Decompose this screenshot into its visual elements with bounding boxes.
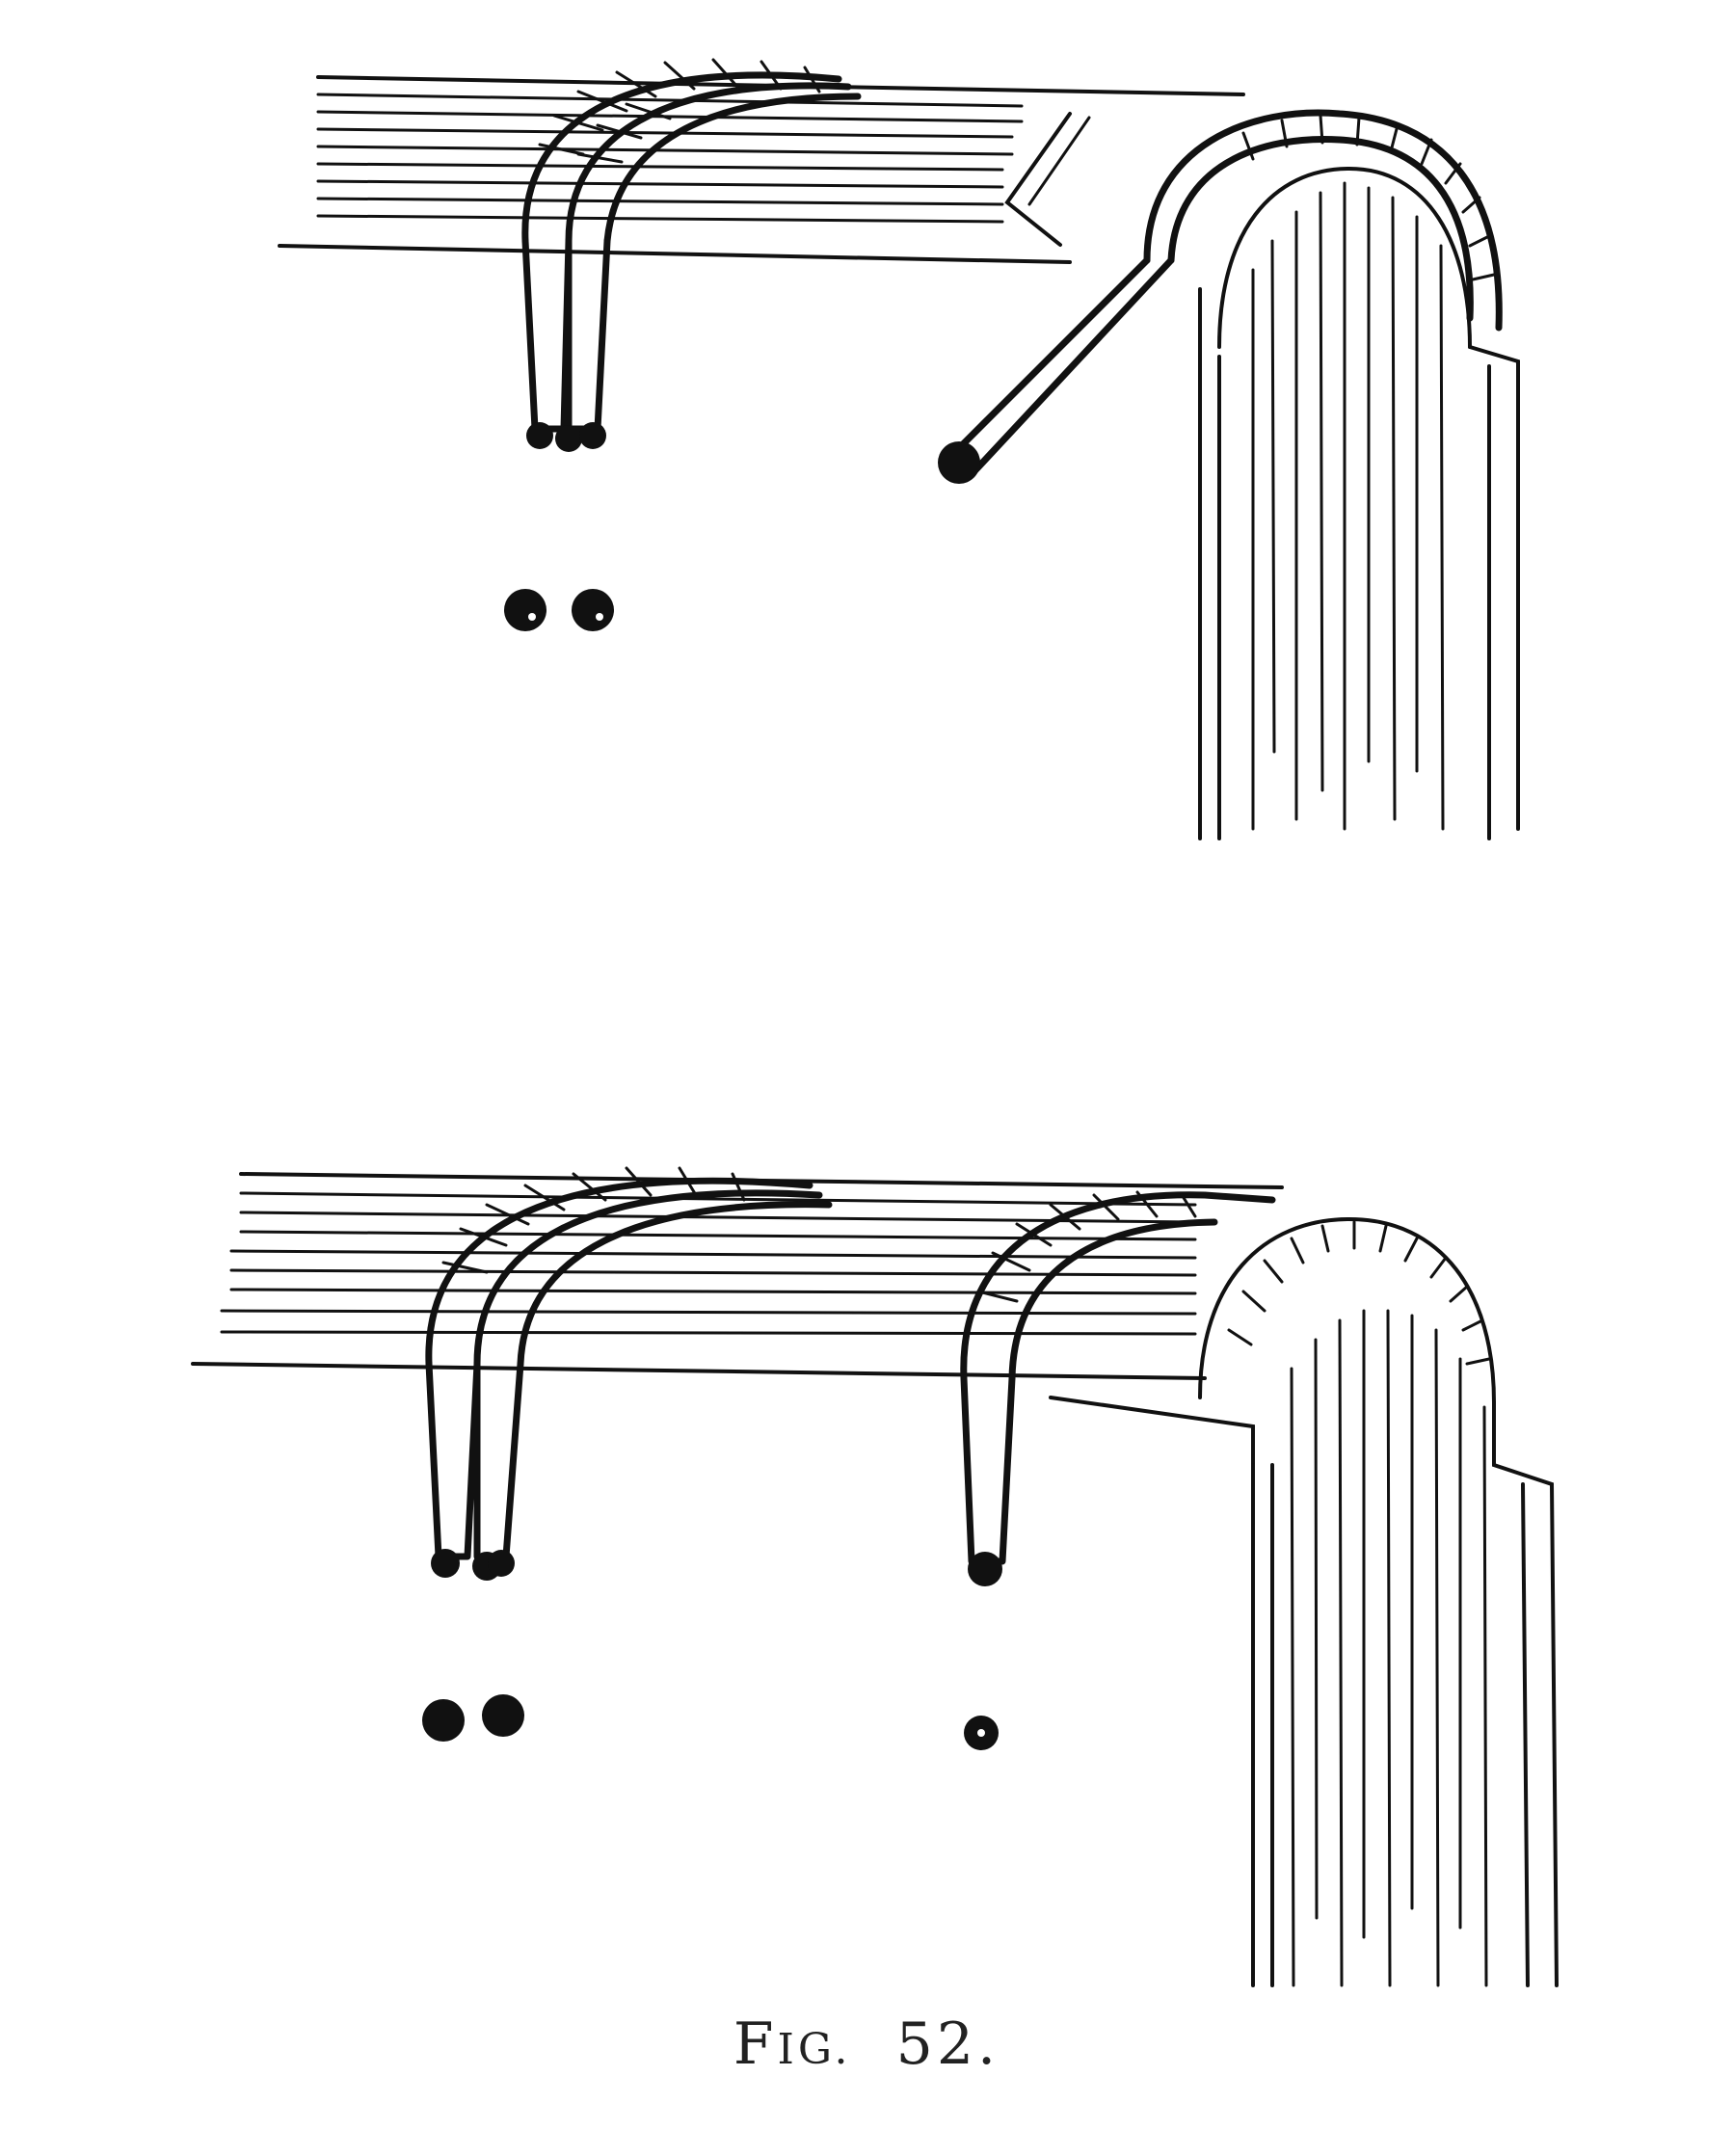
- upper-panel: [280, 60, 1518, 838]
- lower-spine: [1200, 1219, 1557, 1985]
- caption-prefix: F: [733, 2010, 778, 2078]
- lower-board: [193, 1174, 1282, 1465]
- lower-left-cords: [429, 1168, 829, 1581]
- lower-panel: [193, 1168, 1557, 1985]
- caption-small-caps: IG.: [778, 2025, 852, 2074]
- lower-middle-cord: [964, 1192, 1272, 1586]
- figure-caption: FIG. 52.: [0, 2010, 1733, 2078]
- caption-number: 52.: [896, 2010, 1000, 2078]
- upper-holes: [504, 589, 614, 631]
- lower-holes: [422, 1694, 999, 1750]
